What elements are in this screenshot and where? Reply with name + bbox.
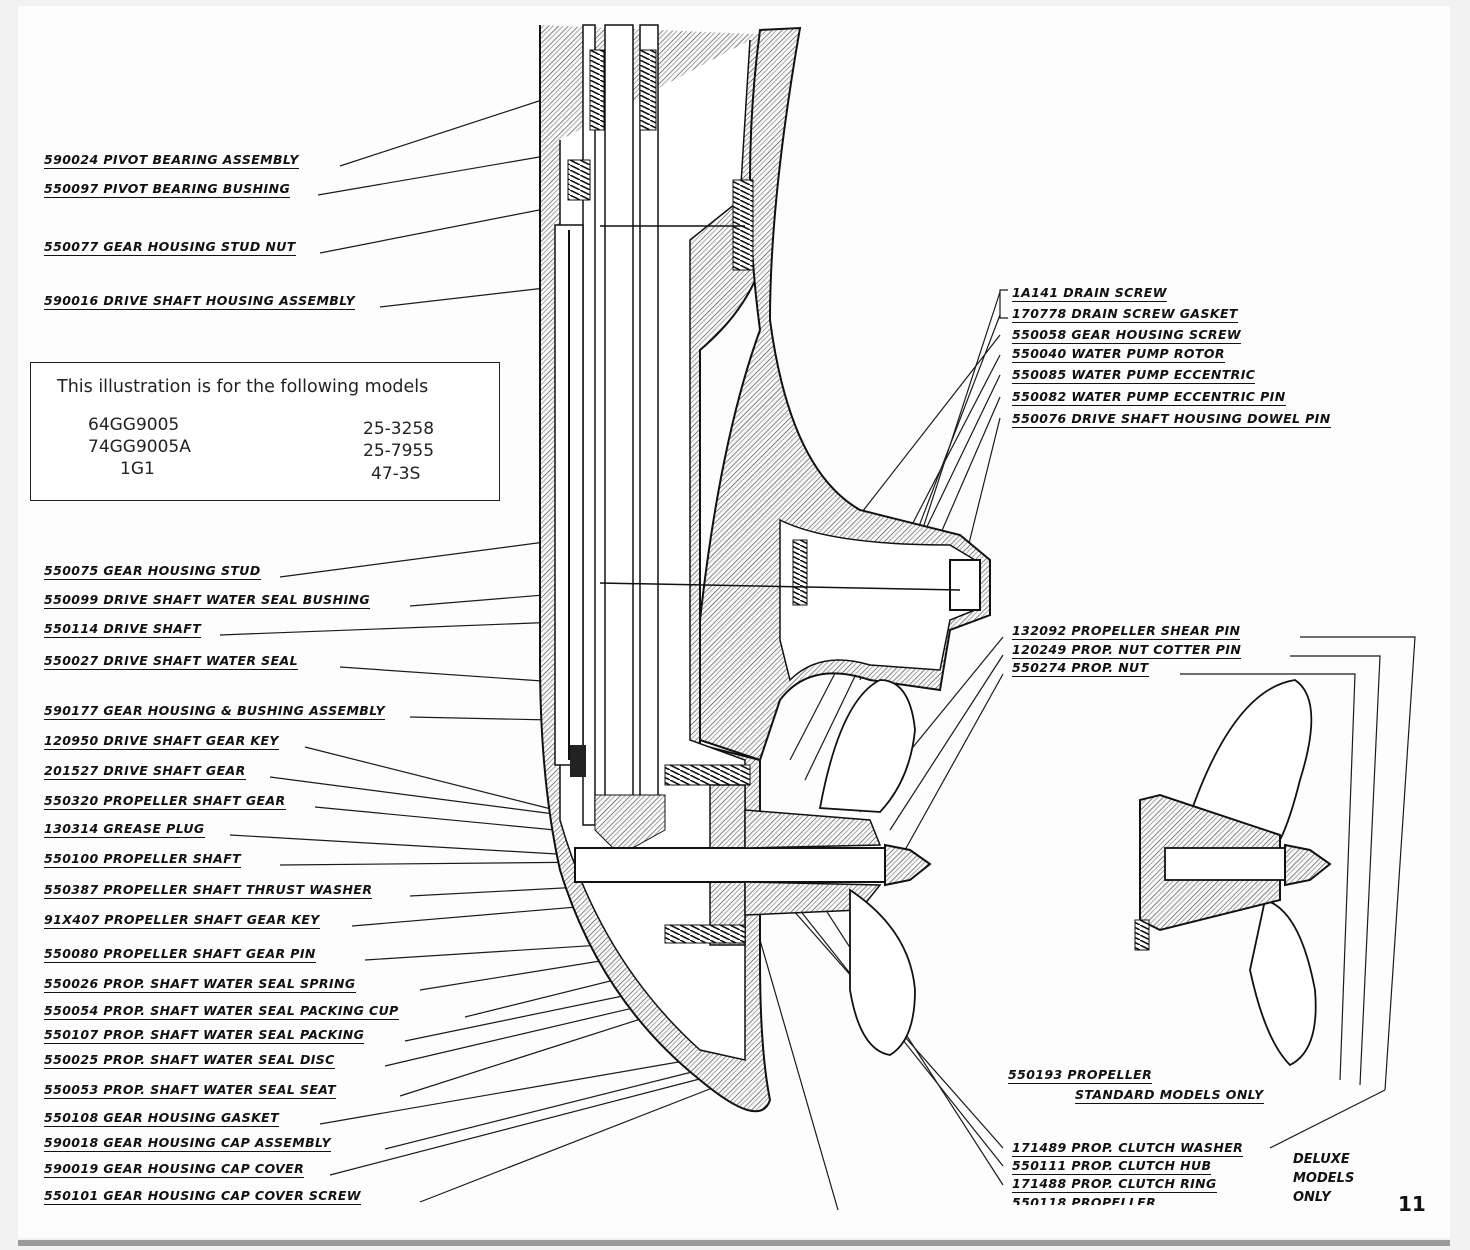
part-label: 550026 PROP. SHAFT WATER SEAL SPRING bbox=[44, 976, 356, 993]
models-box: This illustration is for the following m… bbox=[30, 362, 500, 501]
part-label: 550040 WATER PUMP ROTOR bbox=[1012, 346, 1225, 363]
leader-line bbox=[329, 1074, 716, 1176]
page-number: 11 bbox=[1398, 1192, 1426, 1216]
leader-bracket bbox=[999, 289, 1008, 319]
part-label: 550118 PROPELLER bbox=[1012, 1195, 1157, 1205]
part-label: 550053 PROP. SHAFT WATER SEAL SEAT bbox=[44, 1082, 337, 1099]
leader-line bbox=[279, 861, 601, 866]
model-number: 25-7955 bbox=[363, 441, 435, 461]
part-label: 120249 PROP. NUT COTTER PIN bbox=[1012, 642, 1242, 659]
part-label: 550107 PROP. SHAFT WATER SEAL PACKING bbox=[44, 1027, 365, 1044]
deluxe-propeller bbox=[1134, 679, 1332, 1067]
part-label: 201527 DRIVE SHAFT GEAR bbox=[44, 763, 246, 780]
leader-line bbox=[269, 776, 601, 821]
part-label: 550387 PROPELLER SHAFT THRUST WASHER bbox=[44, 882, 373, 899]
part-label: 120950 DRIVE SHAFT GEAR KEY bbox=[44, 733, 279, 750]
part-label: 171488 PROP. CLUTCH RING bbox=[1012, 1176, 1217, 1193]
part-label: 170778 DRAIN SCREW GASKET bbox=[1012, 306, 1238, 323]
leader-bracket bbox=[1290, 655, 1381, 1086]
part-label: 590018 GEAR HOUSING CAP ASSEMBLY bbox=[44, 1135, 331, 1152]
part-label: 590019 GEAR HOUSING CAP COVER bbox=[44, 1161, 305, 1178]
model-number: 74GG9005A bbox=[88, 437, 191, 457]
part-label: 550114 DRIVE SHAFT bbox=[44, 621, 202, 638]
deluxe-line: MODELS bbox=[1293, 1171, 1355, 1186]
part-label: 550085 WATER PUMP ECCENTRIC bbox=[1012, 367, 1256, 384]
leader-line bbox=[409, 716, 553, 721]
standard-models-note: STANDARD MODELS ONLY bbox=[1075, 1087, 1264, 1104]
part-label: 550101 GEAR HOUSING CAP COVER SCREW bbox=[44, 1188, 361, 1205]
leader-line bbox=[317, 149, 581, 196]
part-label: 550080 PROPELLER SHAFT GEAR PIN bbox=[44, 946, 316, 963]
model-number: 25-3258 bbox=[363, 419, 435, 439]
part-label: 550274 PROP. NUT bbox=[1012, 660, 1149, 677]
part-label: 550076 DRIVE SHAFT HOUSING DOWEL PIN bbox=[1012, 411, 1331, 428]
model-number: 47-3S bbox=[371, 464, 421, 484]
part-label: 590016 DRIVE SHAFT HOUSING ASSEMBLY bbox=[44, 293, 356, 310]
part-label: 550320 PROPELLER SHAFT GEAR bbox=[44, 793, 286, 810]
leader-line bbox=[889, 654, 1004, 831]
models-box-title: This illustration is for the following m… bbox=[57, 377, 429, 397]
part-label: 550075 GEAR HOUSING STUD bbox=[44, 563, 261, 580]
part-label: 1A141 DRAIN SCREW bbox=[1012, 285, 1167, 302]
part-label: 91X407 PROPELLER SHAFT GEAR KEY bbox=[44, 912, 320, 929]
deluxe-line: DELUXE bbox=[1293, 1152, 1350, 1167]
part-label: 550097 PIVOT BEARING BUSHING bbox=[44, 181, 291, 198]
part-label: 590024 PIVOT BEARING ASSEMBLY bbox=[44, 152, 299, 169]
part-label: 550025 PROP. SHAFT WATER SEAL DISC bbox=[44, 1052, 335, 1069]
deluxe-models-note: DELUXE MODELS ONLY bbox=[1293, 1150, 1354, 1207]
part-label: 550027 DRIVE SHAFT WATER SEAL bbox=[44, 653, 298, 670]
model-number: 1G1 bbox=[120, 459, 155, 479]
part-label: 132092 PROPELLER SHEAR PIN bbox=[1012, 623, 1241, 640]
leader-line bbox=[339, 97, 549, 167]
part-label: 550108 GEAR HOUSING GASKET bbox=[44, 1110, 280, 1127]
part-label: 550077 GEAR HOUSING STUD NUT bbox=[44, 239, 296, 256]
leader-line bbox=[904, 673, 1004, 851]
leader-line bbox=[379, 287, 546, 308]
model-number: 64GG9005 bbox=[88, 415, 180, 435]
part-label: 550100 PROPELLER SHAFT bbox=[44, 851, 242, 868]
propeller-blade-upper bbox=[818, 679, 916, 813]
leader-line bbox=[384, 1069, 701, 1150]
deluxe-line: ONLY bbox=[1293, 1190, 1331, 1205]
leader-line bbox=[319, 1059, 691, 1125]
leader-line bbox=[1269, 1089, 1386, 1149]
part-label: 550082 WATER PUMP ECCENTRIC PIN bbox=[1012, 389, 1286, 406]
part-label: 550099 DRIVE SHAFT WATER SEAL BUSHING bbox=[44, 592, 371, 609]
part-label: 550054 PROP. SHAFT WATER SEAL PACKING CU… bbox=[44, 1003, 399, 1020]
part-label: 171489 PROP. CLUTCH WASHER bbox=[1012, 1140, 1244, 1157]
page-bottom-rule bbox=[18, 1240, 1450, 1246]
propeller-blade-lower bbox=[849, 888, 916, 1056]
leader-line bbox=[279, 539, 561, 578]
leader-bracket bbox=[1180, 673, 1356, 1081]
leader-bracket bbox=[1300, 636, 1416, 1091]
part-label: 590177 GEAR HOUSING & BUSHING ASSEMBLY bbox=[44, 703, 386, 720]
part-label: 130314 GREASE PLUG bbox=[44, 821, 205, 838]
leader-line bbox=[304, 746, 556, 811]
leader-line bbox=[419, 1084, 721, 1203]
leader-line bbox=[759, 939, 839, 1211]
part-label: 550111 PROP. CLUTCH HUB bbox=[1012, 1158, 1212, 1175]
part-label: 550058 GEAR HOUSING SCREW bbox=[1012, 327, 1242, 344]
part-label: 550193 PROPELLER bbox=[1008, 1067, 1153, 1084]
